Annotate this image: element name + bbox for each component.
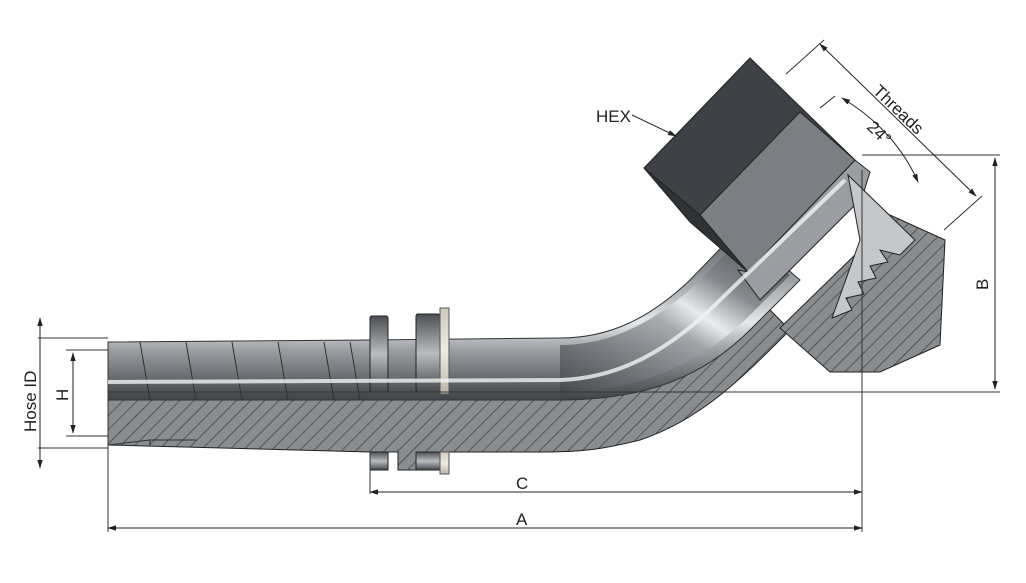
a-label: A bbox=[516, 510, 528, 529]
hose-id-label: Hose ID bbox=[21, 371, 40, 432]
c-label: C bbox=[516, 474, 528, 493]
hex-label: HEX bbox=[596, 107, 631, 126]
hose-barb-lower bbox=[107, 439, 196, 446]
angle-ref-line bbox=[819, 95, 836, 109]
hose-barbs bbox=[139, 341, 361, 401]
washer-lower bbox=[439, 451, 450, 475]
elbow-bend bbox=[560, 235, 790, 392]
washer bbox=[439, 307, 450, 395]
hex-leader bbox=[631, 114, 677, 137]
collar-2-lower bbox=[415, 451, 441, 471]
h-label: H bbox=[53, 389, 72, 401]
dimension-lines bbox=[37, 43, 998, 531]
angle-label: 24° bbox=[863, 117, 895, 149]
collar-1-lower bbox=[369, 451, 389, 471]
nut-threads bbox=[831, 173, 916, 319]
bore-highlight bbox=[107, 178, 847, 384]
dim-angle-arc bbox=[841, 97, 919, 183]
b-label: B bbox=[973, 279, 992, 290]
